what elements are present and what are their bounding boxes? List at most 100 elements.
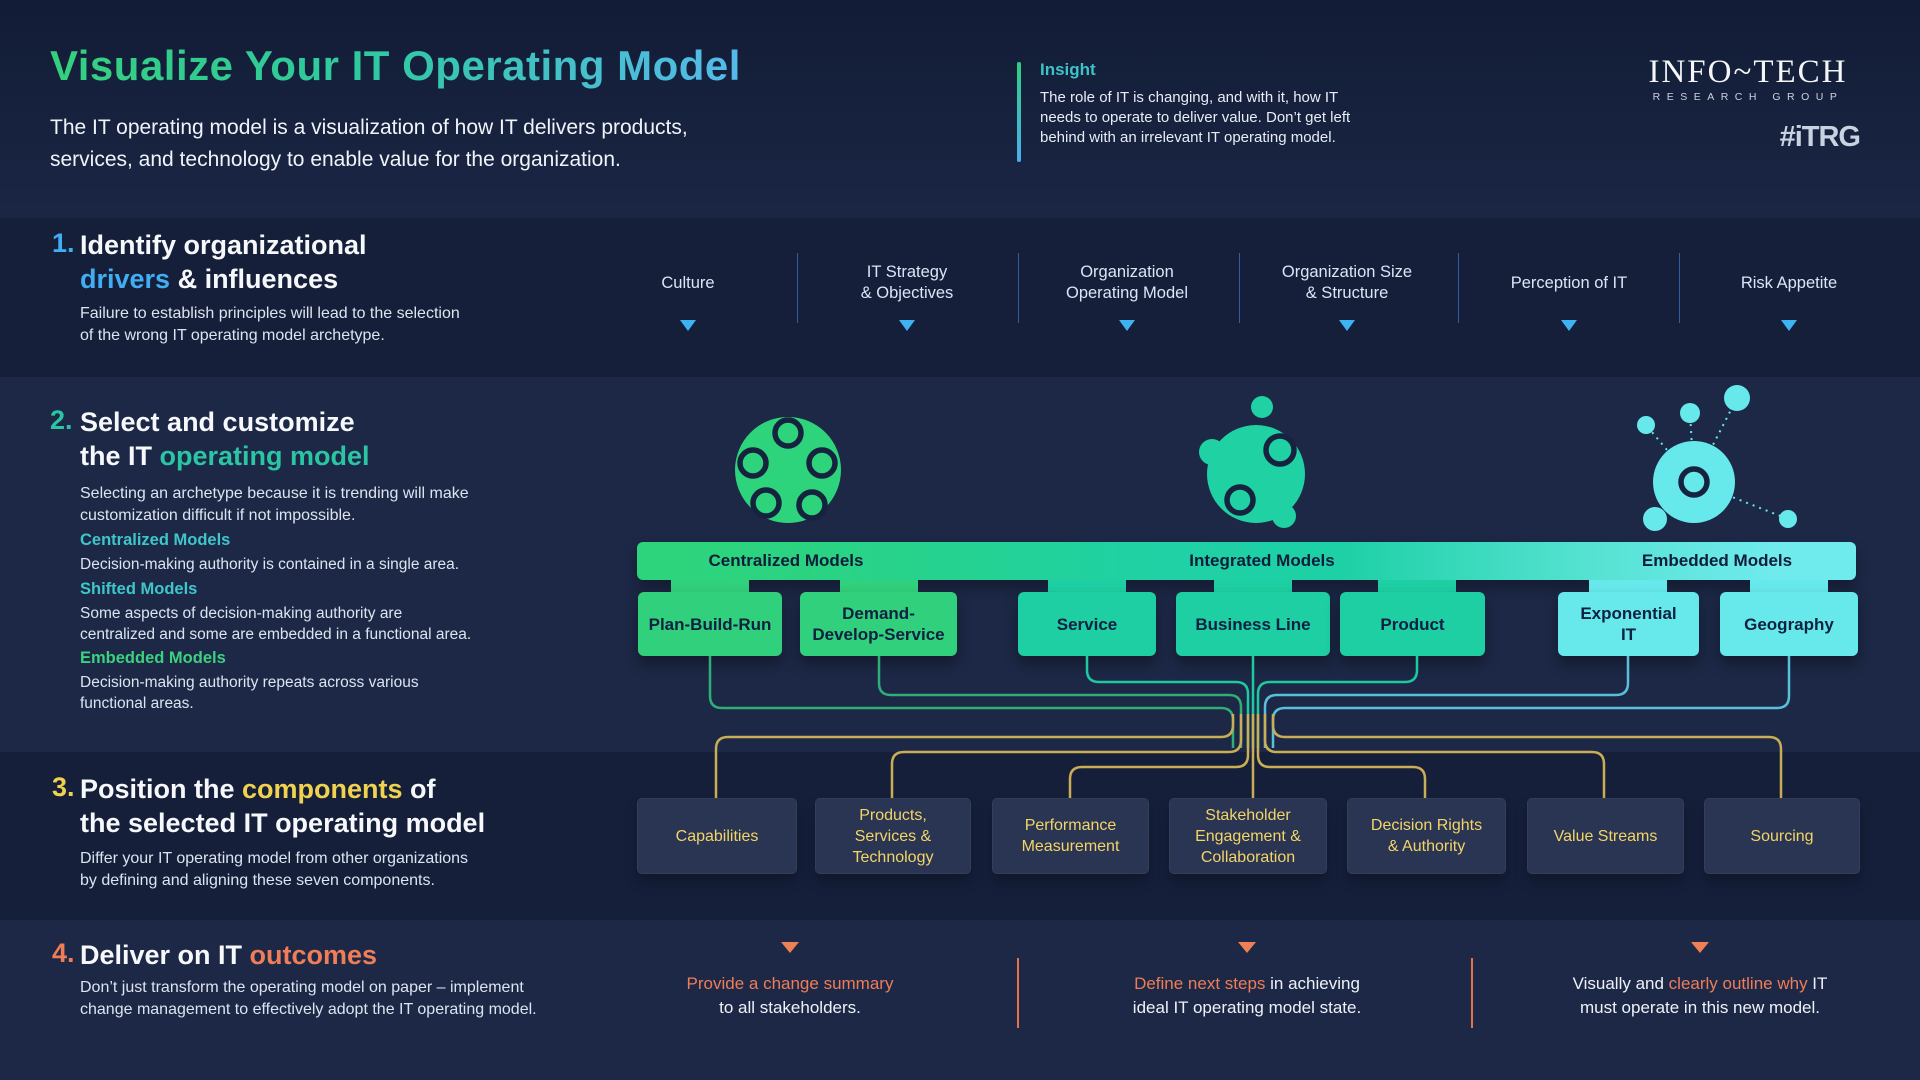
- component-box-products-services-technology: Products, Services & Technology: [815, 798, 971, 874]
- model-box-geography: Geography: [1720, 592, 1858, 656]
- connector-line: [1271, 714, 1783, 798]
- component-box-stakeholder-engagement: Stakeholder Engagement & Collaboration: [1169, 798, 1327, 874]
- outcome-outline-why: Visually and clearly outline why IT must…: [1520, 972, 1880, 1020]
- outcome-accent: Provide a change summary: [686, 974, 894, 993]
- section3-title-accent: components: [242, 774, 403, 804]
- driver-divider: [1239, 253, 1240, 323]
- connector-line: [1068, 714, 1250, 798]
- bar-connector-tab: [1750, 580, 1828, 593]
- bar-connector-tab: [1378, 580, 1456, 593]
- bar-label-embedded: Embedded Models: [1641, 551, 1793, 570]
- connector-line: [890, 714, 1243, 798]
- section2-number: 2.: [50, 405, 73, 435]
- section4-title-pre: Deliver on IT: [80, 940, 250, 970]
- model-box-plan-build-run: Plan-Build-Run: [638, 592, 782, 656]
- driver-divider: [797, 253, 798, 323]
- driver-divider: [1679, 253, 1680, 323]
- section1-title-rest: & influences: [170, 264, 339, 294]
- logo-subtext: RESEARCH GROUP: [1652, 91, 1844, 103]
- driver-org-operating-model: Organization Operating Model: [1066, 263, 1188, 302]
- driver-divider: [1018, 253, 1019, 323]
- driver-org-size: Organization Size & Structure: [1281, 263, 1413, 302]
- model-box-business-line: Business Line: [1176, 592, 1330, 656]
- outcome-accent: clearly outline why: [1668, 974, 1808, 993]
- bar-label-integrated: Integrated Models: [1189, 551, 1335, 570]
- connector-line: [1256, 656, 1419, 748]
- model-box-product: Product: [1340, 592, 1485, 656]
- model-box-demand-develop-service: Demand- Develop-Service: [800, 592, 957, 656]
- section4-title: Deliver on IT outcomes: [80, 938, 377, 972]
- outcome-line2: must operate in this new model.: [1579, 998, 1820, 1017]
- arrow-down-icon: [1119, 320, 1135, 331]
- component-box-capabilities: Capabilities: [637, 798, 797, 874]
- embedded-network-icon: [1637, 385, 1797, 531]
- outcome-accent: Define next steps: [1134, 974, 1266, 993]
- driver-risk-appetite: Risk Appetite: [1740, 273, 1838, 292]
- outcome-change-summary: Provide a change summary to all stakehol…: [610, 972, 970, 1020]
- section4-title-accent: outcomes: [249, 940, 378, 970]
- outcome-next-steps: Define next steps in achieving ideal IT …: [1067, 972, 1427, 1020]
- model-box-service: Service: [1018, 592, 1156, 656]
- connector-line: [1085, 656, 1250, 748]
- arrow-down-icon: [680, 320, 696, 331]
- page-title: Visualize Your IT Operating Model: [50, 42, 741, 89]
- infotech-logo: INFO~TECH RESEARCH GROUP #iTRG: [1636, 54, 1861, 154]
- insight-label: Insight: [1040, 60, 1096, 79]
- section1-title-accent: drivers: [80, 264, 171, 294]
- legend-centralized-title: Centralized Models: [80, 531, 231, 549]
- bar-connector-tab: [671, 580, 749, 593]
- page-subtitle: The IT operating model is a visualizatio…: [50, 116, 688, 171]
- connector-line: [708, 656, 1235, 748]
- logo-wordmark: INFO~TECH: [1648, 54, 1848, 90]
- section1-title-line1: Identify organizational: [80, 230, 367, 260]
- centralized-cluster-icon: [735, 417, 841, 523]
- outcome-rest: IT: [1807, 974, 1828, 993]
- section1-body: Failure to establish principles will lea…: [80, 305, 460, 344]
- arrow-down-icon: [1339, 320, 1355, 331]
- connector-line: [1256, 714, 1427, 798]
- legend-shifted-body: Some aspects of decision-making authorit…: [80, 605, 472, 643]
- outcome-rest: in achieving: [1265, 974, 1360, 993]
- section4-body: Don’t just transform the operating model…: [80, 979, 537, 1018]
- legend-embedded-body: Decision-making authority repeats across…: [80, 674, 419, 712]
- bar-connector-tab: [840, 580, 918, 593]
- arrow-down-icon: [1561, 320, 1577, 331]
- connector-line: [1263, 656, 1630, 748]
- component-box-decision-rights: Decision Rights & Authority: [1347, 798, 1506, 874]
- insight-body: The role of IT is changing, and with it,…: [1040, 89, 1351, 146]
- bar-connector-tab: [1048, 580, 1126, 593]
- arrow-down-icon: [899, 320, 915, 331]
- section3-title-post: of: [402, 774, 436, 804]
- header-band: [0, 0, 1920, 218]
- component-box-sourcing: Sourcing: [1704, 798, 1860, 874]
- section3-number: 3.: [52, 772, 75, 802]
- driver-perception-of-it: Perception of IT: [1510, 273, 1628, 292]
- arrow-down-icon: [1238, 942, 1256, 953]
- outcome-divider: [1471, 958, 1473, 1028]
- connector-line: [714, 714, 1235, 798]
- driver-culture: Culture: [661, 273, 715, 292]
- legend-shifted-title: Shifted Models: [80, 580, 198, 598]
- section1-band: [0, 218, 1920, 377]
- outcome-line2: ideal IT operating model state.: [1132, 998, 1362, 1017]
- section3-title-line2: the selected IT operating model: [80, 808, 486, 838]
- driver-divider: [1458, 253, 1459, 323]
- connector-line: [1263, 714, 1606, 798]
- arrow-down-icon: [1781, 320, 1797, 331]
- itrg-hashtag-logo: #iTRG: [1779, 121, 1861, 153]
- section1-number: 1.: [52, 228, 75, 258]
- model-box-exponential-it: Exponential IT: [1558, 592, 1699, 656]
- outcome-divider: [1017, 958, 1019, 1028]
- legend-centralized-body: Decision-making authority is contained i…: [80, 556, 460, 573]
- section4-band: [0, 920, 1920, 1080]
- section4-number: 4.: [52, 938, 75, 968]
- bar-connector-tab: [1589, 580, 1667, 593]
- section2-title-line1: Select and customize: [80, 407, 355, 437]
- legend-embedded-title: Embedded Models: [80, 649, 226, 667]
- section3-title: Position the components of the selected …: [80, 772, 485, 840]
- arrow-down-icon: [1691, 942, 1709, 953]
- component-box-performance-measurement: Performance Measurement: [992, 798, 1149, 874]
- connector-line: [877, 656, 1243, 748]
- section2-body: Selecting an archetype because it is tre…: [80, 485, 469, 524]
